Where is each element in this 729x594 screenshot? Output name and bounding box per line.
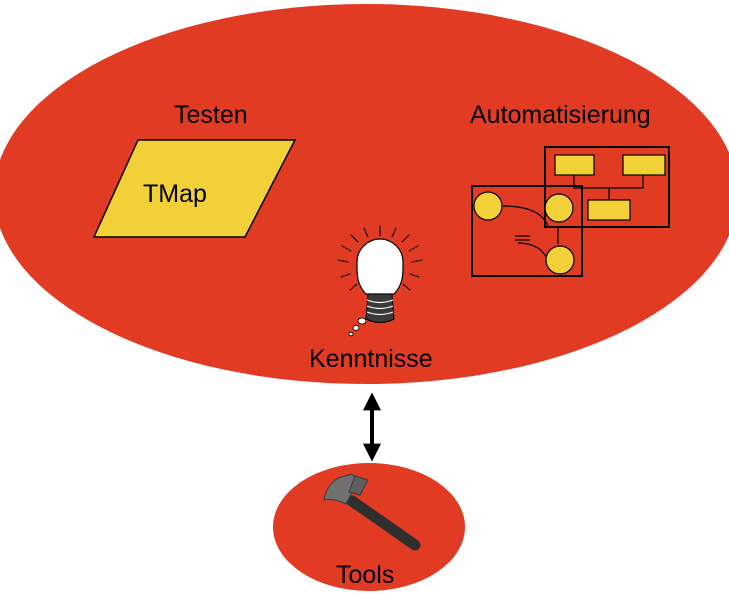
testing-label: Testen [174, 101, 248, 129]
tmap-label: TMap [143, 180, 207, 208]
knowledge-label: Kenntnisse [309, 345, 433, 373]
light-bulb-icon [337, 225, 423, 337]
tmap-parallelogram [92, 139, 297, 238]
knowledge-ellipse [0, 4, 729, 384]
tools-ellipse [273, 463, 465, 591]
automation-label: Automatisierung [470, 101, 651, 129]
tools-label: Tools [336, 561, 395, 589]
flow-diagram-icon [471, 146, 670, 277]
hammer-icon [323, 473, 421, 551]
